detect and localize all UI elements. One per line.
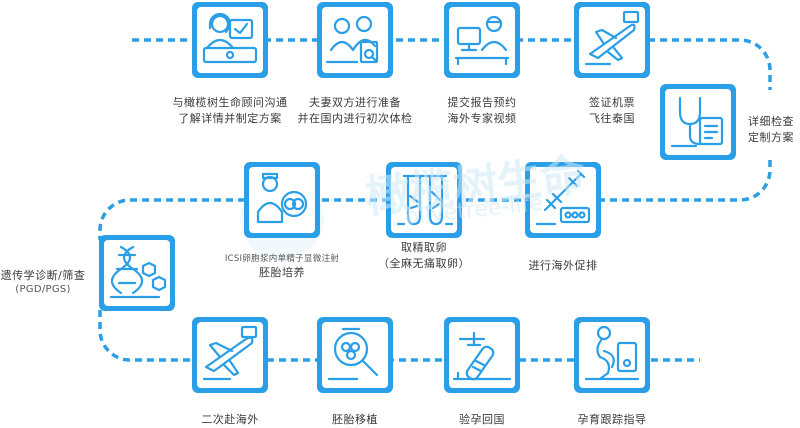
step-label-consult: 与橄榄树生命顾问沟通了解详情并制定方案 — [172, 96, 288, 125]
step-label-icsi: ICSI卵胞浆内单精子显微注射胚胎培养 — [224, 254, 340, 279]
dna-molecule-icon — [99, 235, 175, 311]
step-label-prepare: 夫妻双方进行准备并在国内进行初次体检 — [297, 96, 413, 125]
step-label-visa: 签证机票飞往泰国 — [589, 96, 635, 125]
pregnancy-test-icon — [444, 317, 520, 393]
step-label-transfer: 胚胎移植 — [332, 413, 378, 426]
step-label-retrieval: 取精取卵（全麻无痛取卵） — [378, 241, 470, 270]
magnifier-embryo-icon — [317, 317, 393, 393]
pregnant-woman-icon — [574, 317, 650, 393]
video-doctor-icon — [444, 2, 520, 78]
test-tubes-icon — [386, 162, 462, 238]
stethoscope-report-icon — [660, 84, 736, 160]
syringe-icon — [525, 162, 601, 238]
step-label-followup: 孕育跟踪指导 — [577, 413, 647, 426]
plane-icon — [192, 317, 268, 393]
step-label-second-trip: 二次赴海外 — [201, 413, 259, 426]
step-icons — [99, 2, 736, 393]
step-label-pregnancy-test: 验孕回国 — [459, 413, 505, 426]
step-label-stimulation: 进行海外促排 — [528, 259, 598, 272]
step-label-checkup: 详细检查定制方案 — [748, 115, 794, 144]
step-label-genetic: 遗传学诊断/筛查(PGD/PGS) — [0, 269, 86, 295]
consultant-headset-icon — [192, 2, 268, 78]
couple-checkup-icon — [317, 2, 393, 78]
doctor-embryo-icon — [244, 162, 320, 238]
plane-departure-icon — [574, 2, 650, 78]
step-label-report: 提交报告预约海外专家视频 — [447, 96, 517, 125]
